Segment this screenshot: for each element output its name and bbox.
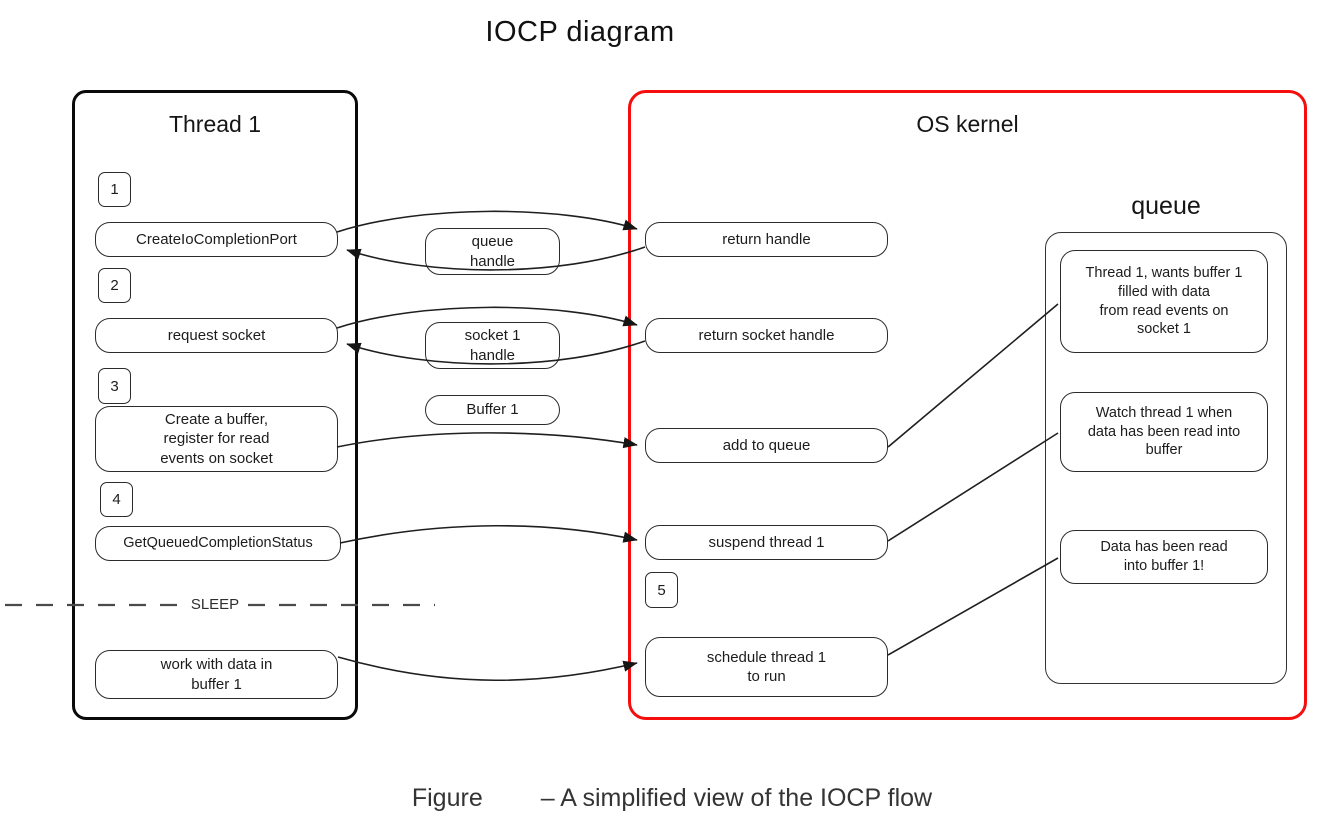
thread1-lane-title: Thread 1 (168, 111, 262, 137)
arrow-create-buffer-to-add-to-queue (336, 432, 638, 449)
thread1-lane (72, 90, 358, 720)
get-queued-completion-status-box: GetQueuedCompletionStatus (95, 526, 341, 561)
queue-title: queue (1131, 192, 1201, 220)
queue-item-1: Thread 1, wants buffer 1 filled with dat… (1060, 250, 1268, 353)
create-io-completion-port-box: CreateIoCompletionPort (95, 222, 338, 257)
queue-handle-box: queue handle (425, 228, 560, 275)
arrow-gqcs-to-suspend-thread (339, 524, 638, 544)
return-handle-box: return handle (645, 222, 888, 257)
step-3-number: 3 (98, 368, 131, 404)
os-kernel-lane (628, 90, 1307, 720)
step-2-number: 2 (98, 268, 131, 303)
os-kernel-lane-title: OS kernel (916, 111, 1019, 137)
diagram-title: IOCP diagram (485, 16, 675, 48)
step-5-number: 5 (645, 572, 678, 608)
socket1-handle-box: socket 1 handle (425, 322, 560, 369)
create-buffer-box: Create a buffer, register for read event… (95, 406, 338, 472)
return-socket-handle-box: return socket handle (645, 318, 888, 353)
request-socket-box: request socket (95, 318, 338, 353)
queue-item-2: Watch thread 1 when data has been read i… (1060, 392, 1268, 472)
queue-item-3: Data has been read into buffer 1! (1060, 530, 1268, 584)
step-1-number: 1 (98, 172, 131, 207)
schedule-thread1-box: schedule thread 1 to run (645, 637, 888, 697)
work-with-data-box: work with data in buffer 1 (95, 650, 338, 699)
add-to-queue-box: add to queue (645, 428, 888, 463)
arrow-work-data-to-schedule-thread (337, 656, 638, 682)
suspend-thread1-box: suspend thread 1 (645, 525, 888, 560)
buffer1-box: Buffer 1 (425, 395, 560, 425)
figure-caption-label: Figure (411, 784, 483, 812)
figure-caption-text: – A simplified view of the IOCP flow (540, 784, 933, 812)
step-4-number: 4 (100, 482, 133, 517)
figure-caption: Figure – A simplified view of the IOCP fl… (0, 784, 1344, 813)
sleep-label: SLEEP (190, 596, 240, 613)
